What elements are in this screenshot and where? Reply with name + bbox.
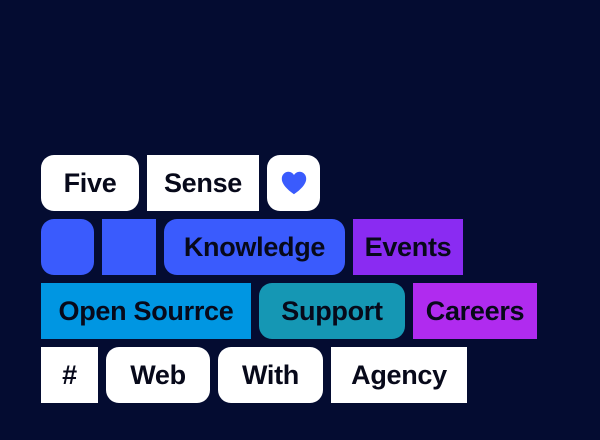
tag-row: # Web With Agency [41, 347, 467, 403]
tag-support[interactable]: Support [259, 283, 405, 339]
tag-label: Open Sourrce [58, 295, 234, 326]
tag-label: Support [281, 295, 383, 326]
tag-label: Careers [425, 295, 525, 326]
tag-label: With [241, 359, 300, 390]
tag-with[interactable]: With [218, 347, 323, 403]
tag-web[interactable]: Web [106, 347, 210, 403]
tag-events[interactable]: Events [353, 219, 463, 275]
tag-row: Five Sense [41, 155, 320, 211]
tag-row: Knowledge Events [41, 219, 463, 275]
tag-label: # [62, 359, 77, 390]
tag-label: Web [130, 359, 186, 390]
tag-knowledge[interactable]: Knowledge [164, 219, 345, 275]
tag-heart-icon[interactable] [267, 155, 320, 211]
tag-row: Open Sourrce Support Careers [41, 283, 537, 339]
tag-label: Sense [163, 167, 243, 198]
tag-sense[interactable]: Sense [147, 155, 259, 211]
tag-agency[interactable]: Agency [331, 347, 467, 403]
tag-label: Agency [351, 359, 447, 390]
tag-blank[interactable]: # [41, 347, 98, 403]
tag-label: Five [63, 167, 117, 198]
tag-label: Events [364, 231, 452, 262]
tag-blank[interactable] [41, 219, 94, 275]
tag-careers[interactable]: Careers [413, 283, 537, 339]
tag-five[interactable]: Five [41, 155, 139, 211]
tag-open-sourrce[interactable]: Open Sourrce [41, 283, 251, 339]
tag-label: Knowledge [183, 231, 326, 262]
tag-blank[interactable] [102, 219, 156, 275]
heart-icon [281, 171, 307, 195]
